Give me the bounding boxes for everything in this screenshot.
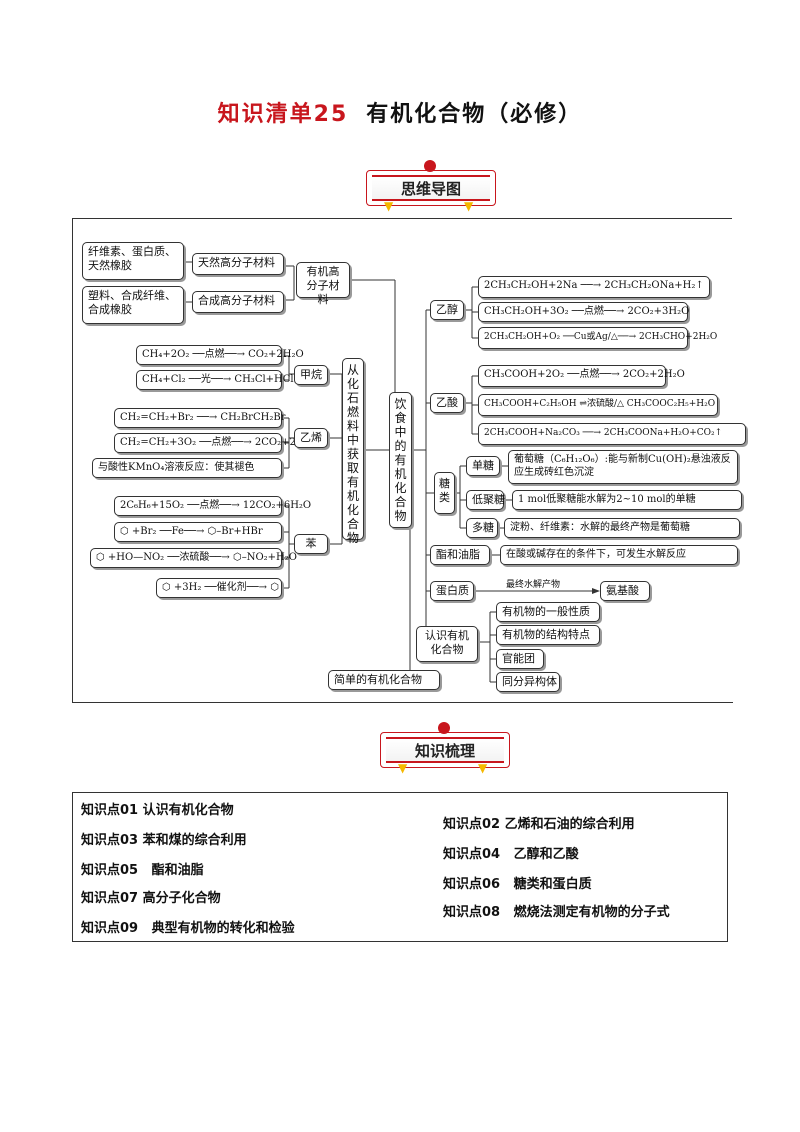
ester-hydrolysis-description: 在酸或碱存在的条件下，可发生水解反应 <box>500 545 738 565</box>
knowledge-badge: 知识梳理 ▼ ▼ <box>380 722 510 774</box>
ribbon-icon: ▼ <box>398 761 408 775</box>
mindmap-badge: 思维导图 ▼ ▼ <box>366 160 496 212</box>
pin-icon <box>424 160 436 172</box>
knowledge-point-link[interactable]: 知识点05 酯和油脂 <box>81 863 204 878</box>
methane-node: 甲烷 <box>294 365 328 385</box>
amino-acid-node: 氨基酸 <box>600 581 650 601</box>
know-organic-item: 官能团 <box>496 649 544 669</box>
title-prefix: 知识清单25 <box>217 102 349 127</box>
acetic-carbonate-equation: 2CH₃COOH+Na₂CO₃ ──→ 2CH₃COONa+H₂O+CO₂↑ <box>478 423 746 445</box>
ethanol-combustion-equation: CH₃CH₂OH+3O₂ ──点燃──→ 2CO₂+3H₂O <box>478 302 689 322</box>
mindmap-top-rule <box>72 218 732 219</box>
mindmap-frame <box>72 218 733 703</box>
polysaccharide-node: 多糖 <box>466 518 498 538</box>
ribbon-icon: ▼ <box>464 199 474 213</box>
synthetic-polymer-node: 合成高分子材料 <box>192 291 284 313</box>
acetic-acid-node: 乙酸 <box>430 393 464 413</box>
ethanol-node: 乙醇 <box>430 300 464 320</box>
oligosaccharide-description: 1 mol低聚糖能水解为2~10 mol的单糖 <box>512 490 742 510</box>
natural-polymer-examples: 纤维素、蛋白质、天然橡胶 <box>82 242 184 280</box>
ethylene-combustion-equation: CH₂=CH₂+3O₂ ──点燃──→ 2CO₂+2H₂O <box>114 433 317 453</box>
natural-polymer-node: 天然高分子材料 <box>192 253 284 275</box>
ester-fat-node: 酯和油脂 <box>430 545 490 565</box>
ethylene-kmno4-note: 与酸性KMnO₄溶液反应：使其褪色 <box>92 458 282 478</box>
polysaccharide-description: 淀粉、纤维素：水解的最终产物是葡萄糖 <box>504 518 740 538</box>
knowledge-point-link[interactable]: 知识点06 糖类和蛋白质 <box>443 877 592 892</box>
protein-node: 蛋白质 <box>430 581 474 601</box>
know-organic-node: 认识有机化合物 <box>416 626 478 662</box>
mindmap-badge-label: 思维导图 <box>372 175 490 201</box>
knowledge-point-link[interactable]: 知识点08 燃烧法测定有机物的分子式 <box>443 905 670 920</box>
benzene-node: 苯 <box>294 534 328 554</box>
knowledge-point-link[interactable]: 知识点09 典型有机物的转化和检验 <box>81 921 295 936</box>
ribbon-icon: ▼ <box>384 199 394 213</box>
know-organic-item: 有机物的结构特点 <box>496 625 600 645</box>
knowledge-badge-label: 知识梳理 <box>386 737 504 763</box>
page-title: 知识清单25 有机化合物（必修） <box>0 96 800 128</box>
knowledge-point-link[interactable]: 知识点02 乙烯和石油的综合利用 <box>443 817 635 832</box>
esterification-equation: CH₃COOH+C₂H₅OH ⇌浓硫酸/△ CH₃COOC₂H₅+H₂O <box>478 394 718 416</box>
glucose-description: 葡萄糖（C₆H₁₂O₆）:能与新制Cu(OH)₂悬浊液反应生成砖红色沉淀 <box>508 450 738 484</box>
acetic-combustion-equation: CH₃COOH+2O₂ ──点燃──→ 2CO₂+2H₂O <box>478 365 685 387</box>
ethanol-sodium-equation: 2CH₃CH₂OH+2Na ──→ 2CH₃CH₂ONa+H₂↑ <box>478 276 710 298</box>
ethanol-oxidation-equation: 2CH₃CH₂OH+O₂ ──Cu或Ag/△──→ 2CH₃CHO+2H₂O <box>478 327 717 349</box>
ethylene-bromine-equation: CH₂=CH₂+Br₂ ──→ CH₂BrCH₂Br <box>114 408 285 428</box>
benzene-bromination-equation: ⬡ +Br₂ ──Fe──→ ⬡–Br+HBr <box>114 522 282 542</box>
benzene-hydrogenation-equation: ⬡ +3H₂ ──催化剂──→ ⬡ <box>156 578 282 598</box>
knowledge-point-link[interactable]: 知识点03 苯和煤的综合利用 <box>81 833 247 848</box>
sugar-node: 糖类 <box>434 472 455 514</box>
knowledge-point-link[interactable]: 知识点07 高分子化合物 <box>81 891 221 906</box>
fossil-fuel-node: 从化石燃料中获取有机化合物 <box>342 358 364 545</box>
food-organic-node: 饮食中的有机化合物 <box>389 392 412 528</box>
methane-combustion-equation: CH₄+2O₂ ──点燃──→ CO₂+2H₂O <box>136 345 304 365</box>
methane-substitution-equation: CH₄+Cl₂ ──光──→ CH₃Cl+HCl <box>136 370 294 390</box>
know-organic-item: 同分异构体 <box>496 672 560 692</box>
benzene-combustion-equation: 2C₆H₆+15O₂ ──点燃──→ 12CO₂+6H₂O <box>114 496 311 516</box>
simple-organic-node: 简单的有机化合物 <box>328 670 440 690</box>
knowledge-point-link[interactable]: 知识点01 认识有机化合物 <box>81 803 234 818</box>
title-main: 有机化合物（必修） <box>366 102 583 127</box>
polymer-material-node: 有机高分子材料 <box>296 262 350 306</box>
ribbon-icon: ▼ <box>478 761 488 775</box>
knowledge-points-box: 知识点01 认识有机化合物 知识点03 苯和煤的综合利用 知识点05 酯和油脂 … <box>72 792 728 942</box>
knowledge-point-link[interactable]: 知识点04 乙醇和乙酸 <box>443 847 579 862</box>
ethylene-node: 乙烯 <box>294 428 328 448</box>
synthetic-polymer-examples: 塑料、合成纤维、合成橡胶 <box>82 286 184 324</box>
protein-arrow-label: 最终水解产物 <box>506 580 561 590</box>
know-organic-item: 有机物的一般性质 <box>496 602 600 622</box>
benzene-nitration-equation: ⬡ +HO—NO₂ ──浓硫酸──→ ⬡–NO₂+H₂O <box>90 548 297 568</box>
oligosaccharide-node: 低聚糖 <box>466 490 505 510</box>
pin-icon <box>438 722 450 734</box>
monosaccharide-node: 单糖 <box>466 456 500 476</box>
